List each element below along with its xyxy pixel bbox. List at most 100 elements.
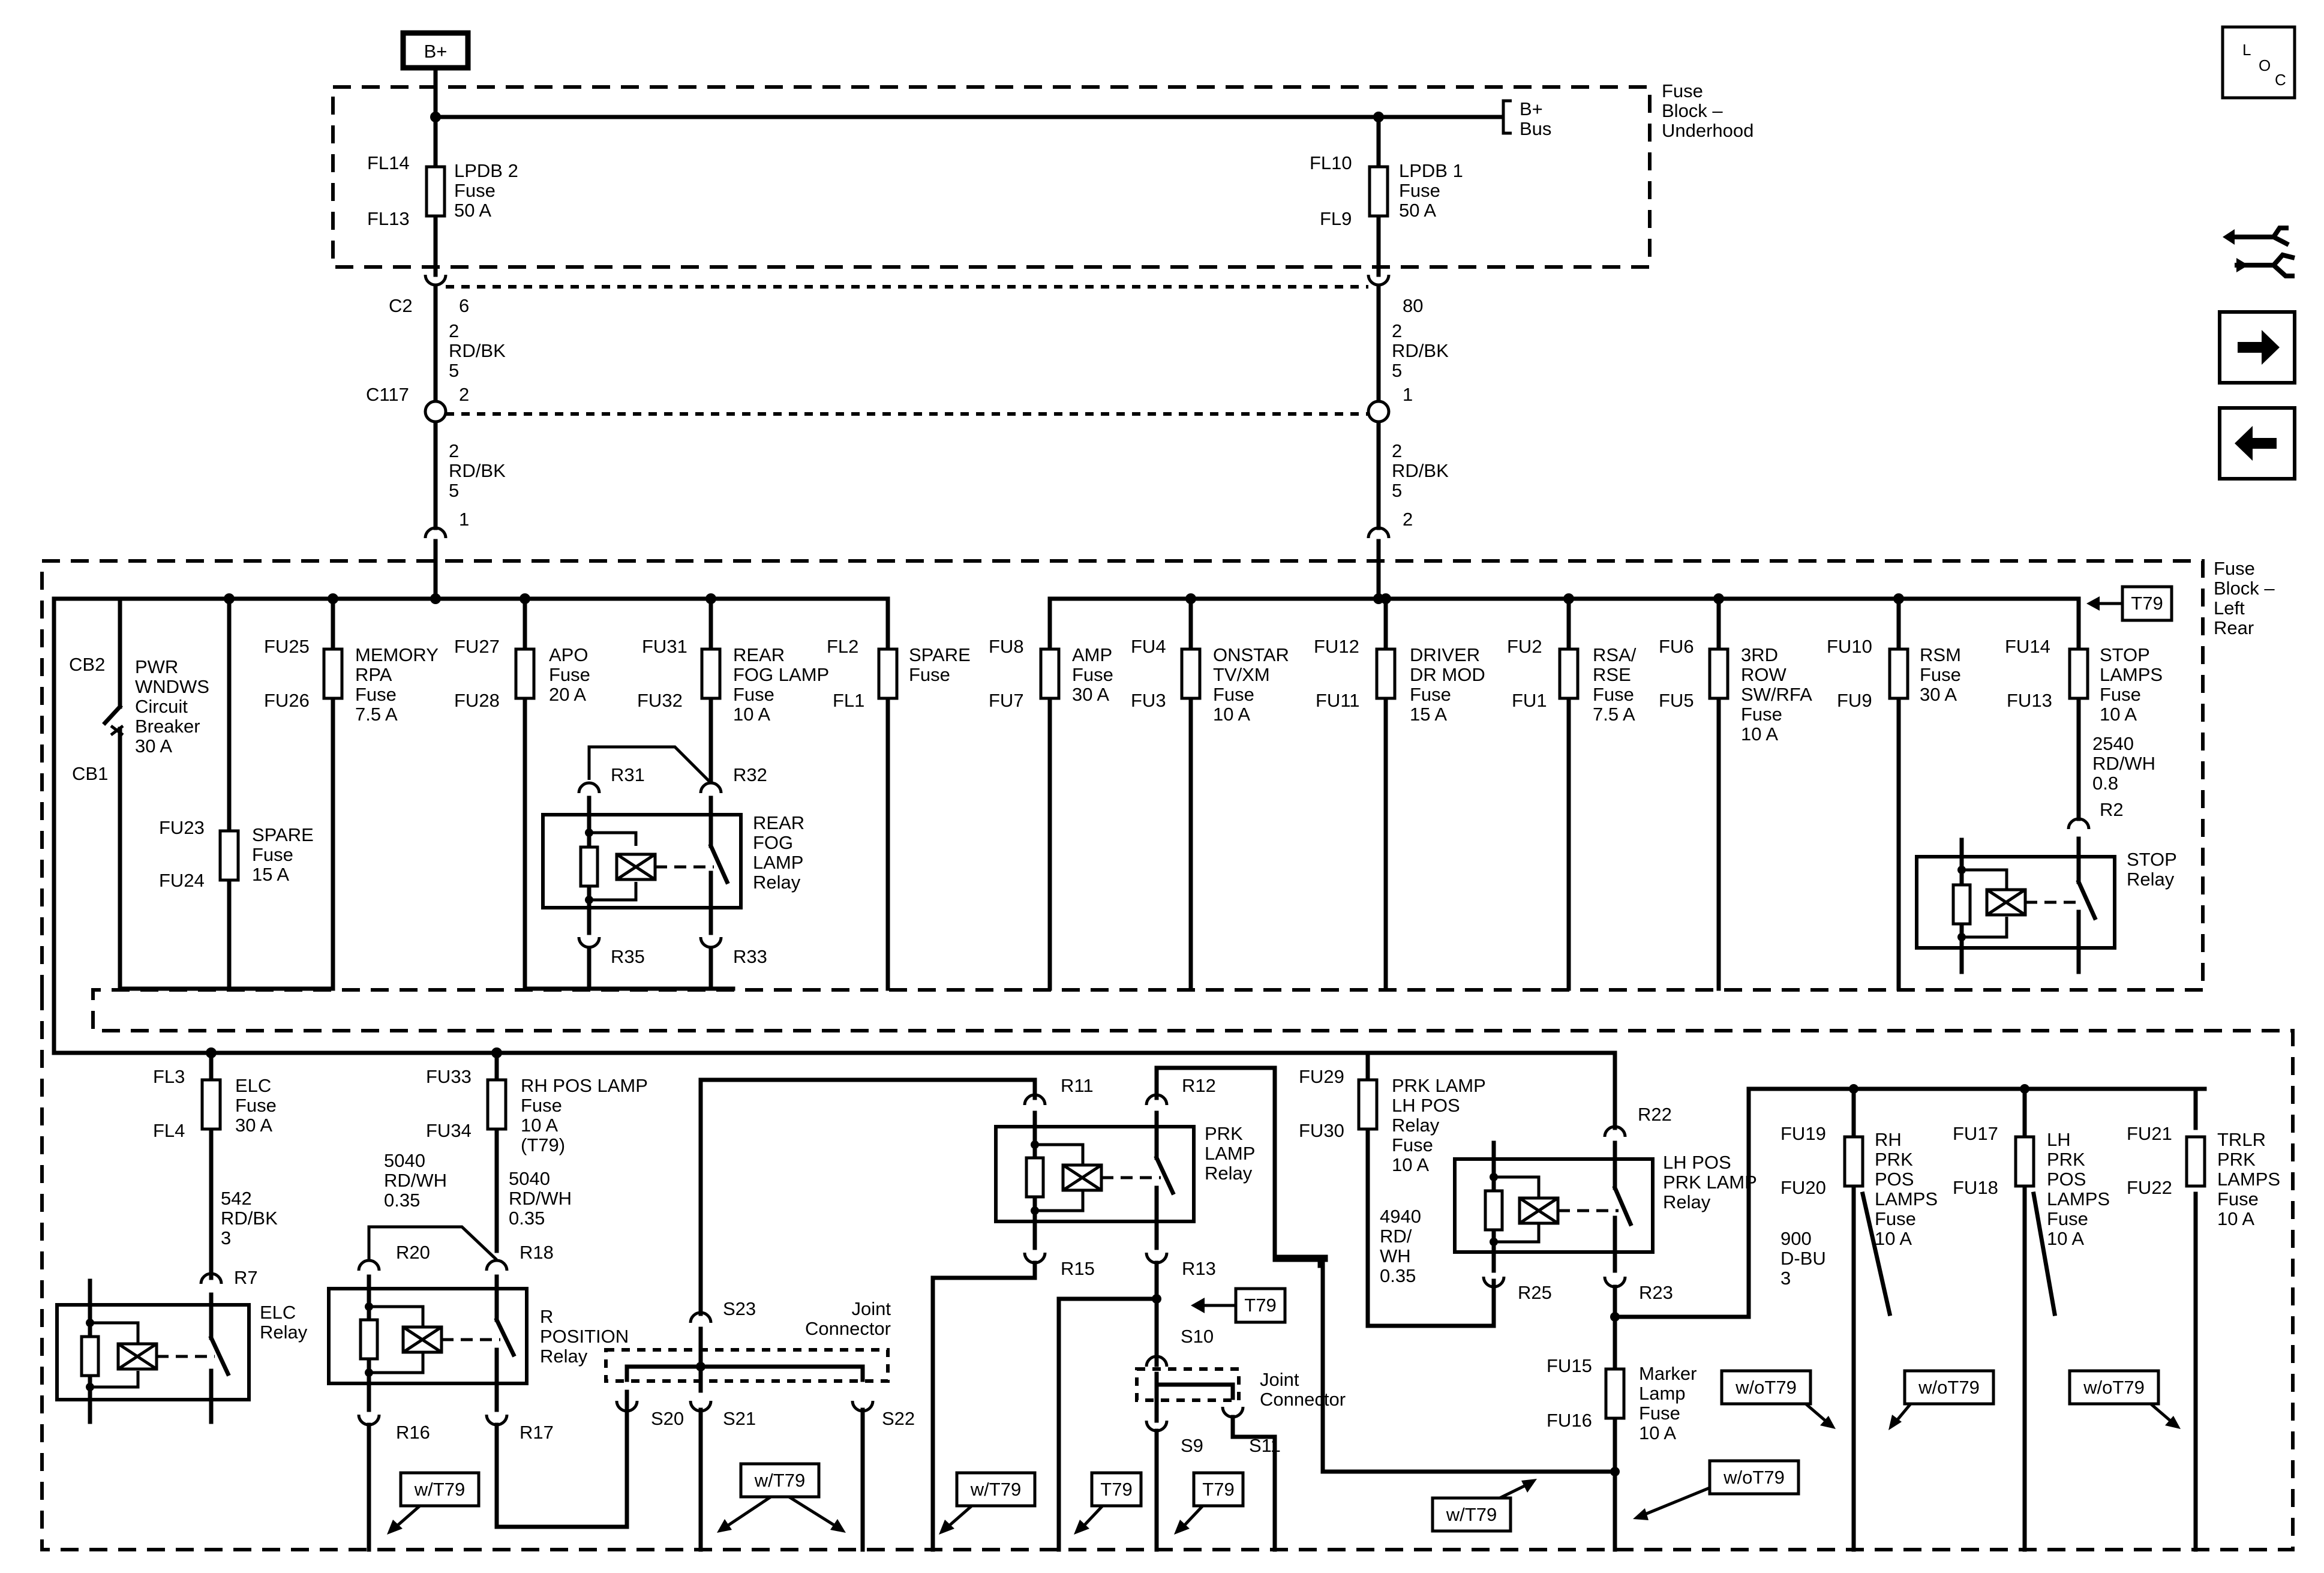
svg-text:S10: S10 [1181,1326,1214,1347]
svg-text:R17: R17 [520,1422,554,1443]
svg-text:T79: T79 [2131,593,2163,614]
svg-text:FU9: FU9 [1837,690,1872,711]
lpdb1-fuse-label: LPDB 1 Fuse 50 A [1399,160,1468,221]
svg-text:FL14: FL14 [367,152,410,173]
arrow-left-icon [2235,426,2277,461]
svg-text:FU15: FU15 [1547,1355,1592,1376]
svg-text:FU21: FU21 [2127,1123,2172,1144]
svg-text:FU12: FU12 [1314,636,1359,657]
svg-text:R33: R33 [733,946,767,967]
previous-page-button[interactable] [2218,406,2296,481]
svg-text:FU31: FU31 [642,636,687,657]
svg-text:FL13: FL13 [367,208,410,229]
svg-text:FU10: FU10 [1827,636,1872,657]
svg-text:1: 1 [1403,384,1413,405]
svg-text:FU19: FU19 [1780,1123,1826,1144]
svg-text:FU33: FU33 [426,1066,472,1087]
svg-text:FU34: FU34 [426,1120,472,1141]
spare-fuse-15a-label: SPARE Fuse 15 A [252,824,319,885]
svg-text:2: 2 [459,384,469,405]
svg-text:CB2: CB2 [69,654,105,675]
svg-text:FL1: FL1 [833,690,864,711]
svg-text:FU28: FU28 [454,690,500,711]
svg-text:FU11: FU11 [1316,690,1360,711]
svg-text:R20: R20 [396,1242,430,1263]
internal-bus-right [1047,596,2081,991]
tag-t79-1: T79 [1074,1471,1143,1535]
svg-text:FL2: FL2 [827,636,858,657]
svg-text:O: O [2259,56,2271,74]
b-plus-source: B+ [400,30,471,71]
svg-text:w/oT79: w/oT79 [1918,1377,1980,1398]
wire-900-label: 900 D-BU 3 [1780,1228,1831,1289]
svg-text:6: 6 [459,295,469,316]
tag-w-t79-2: w/T79 [717,1462,846,1533]
connector-view-icon[interactable] [2220,210,2298,288]
loc-button[interactable]: L O C [2221,25,2296,100]
svg-text:FU7: FU7 [989,690,1024,711]
svg-text:T79: T79 [1244,1295,1276,1316]
svg-text:FU16: FU16 [1547,1410,1592,1431]
svg-text:S21: S21 [723,1408,756,1429]
svg-text:FL10: FL10 [1310,152,1352,173]
svg-text:FU25: FU25 [264,636,310,657]
underhood-box-label: Fuse Block – Underhood [1662,80,1753,141]
lpdb2-fuse-label: LPDB 2 Fuse 50 A [454,160,523,221]
stop-t79-tag: T79 [2086,585,2173,622]
svg-text:R18: R18 [520,1242,554,1263]
tag-wo-t79-2: w/oT79 [1720,1369,1836,1429]
svg-text:L: L [2242,41,2251,59]
svg-text:T79: T79 [1100,1479,1132,1500]
next-page-button[interactable] [2218,310,2296,385]
tag-wo-t79-4: w/oT79 [2068,1369,2181,1429]
svg-text:w/T79: w/T79 [1446,1504,1497,1525]
tag-wo-t79-3: w/oT79 [1888,1369,1995,1430]
svg-text:w/T79: w/T79 [970,1479,1021,1500]
svg-text:S22: S22 [882,1408,915,1429]
lpdb2-fuse [425,165,446,218]
svg-text:2: 2 [1403,509,1413,530]
svg-text:R25: R25 [1518,1282,1552,1303]
svg-text:FU27: FU27 [454,636,500,657]
svg-text:FU4: FU4 [1131,636,1166,657]
lpdb1-fuse [1368,165,1389,218]
spare-fuse-15a [218,829,240,882]
svg-text:w/oT79: w/oT79 [1735,1377,1797,1398]
svg-text:R31: R31 [611,764,645,785]
svg-text:R2: R2 [2100,799,2124,820]
tag-w-t79-4: w/T79 [1431,1479,1537,1533]
svg-text:FU14: FU14 [2005,636,2050,657]
svg-text:FL9: FL9 [1320,208,1352,229]
svg-text:S23: S23 [723,1298,756,1319]
tag-t79-2: T79 [1174,1471,1245,1535]
